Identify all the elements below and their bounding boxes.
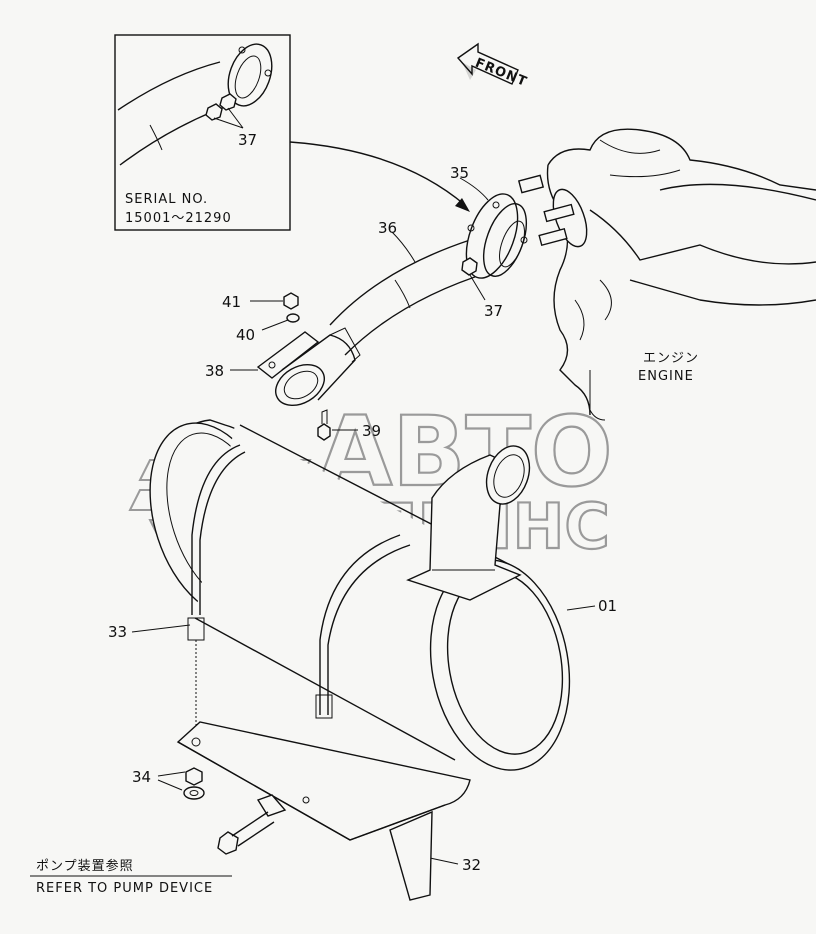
serial-range: 15001〜21290 — [125, 211, 232, 226]
part-label-41: 41 — [222, 293, 241, 311]
leader-lines — [131, 300, 596, 865]
serial-inset: 37 SERIAL NO. 15001〜21290 — [114, 34, 291, 231]
exhaust-pipe-36 — [329, 193, 528, 356]
part-label-34: 34 — [132, 768, 151, 786]
pump-note-en: REFER TO PUMP DEVICE — [36, 881, 213, 896]
part-label-37: 37 — [484, 302, 503, 320]
part-label-38: 38 — [205, 362, 224, 380]
u-bolt-33 — [187, 444, 411, 735]
clamp-38 — [256, 327, 361, 406]
front-label: FRONT — [473, 56, 529, 90]
part-label-39: 39 — [362, 422, 381, 440]
part-label-01: 01 — [598, 597, 617, 615]
nut-34-icon — [183, 767, 205, 800]
front-direction-arrow: FRONT — [456, 42, 529, 90]
inset-frame — [114, 34, 291, 231]
part-label-33: 33 — [108, 623, 127, 641]
pump-note-jp: ポンプ装置参照 — [36, 858, 134, 874]
washer-40-icon — [286, 313, 300, 323]
part-label-35: 35 — [450, 164, 469, 182]
part-labels: 35 36 37 41 40 38 39 33 01 34 32 — [108, 164, 617, 874]
arrow-head-icon — [455, 198, 470, 212]
inset-nut-icon — [205, 93, 237, 121]
part-label-32: 32 — [462, 856, 481, 874]
pump-reference-note: ポンプ装置参照 REFER TO PUMP DEVICE — [30, 858, 232, 896]
part-label-40: 40 — [236, 326, 255, 344]
engine-outline — [517, 128, 816, 421]
inset-part-label-37: 37 — [238, 131, 257, 149]
bracket-32 — [176, 721, 471, 901]
engine-label-jp: エンジン — [643, 351, 699, 366]
nut-41-icon — [283, 292, 299, 310]
bolt-39-icon — [317, 409, 331, 441]
serial-label: SERIAL NO. — [125, 192, 208, 207]
inset-callout-arrow — [289, 141, 466, 206]
mounting-bolt-icon — [217, 811, 275, 855]
engine-label-en: ENGINE — [638, 369, 694, 384]
nut-37-icon — [461, 257, 478, 276]
part-label-36: 36 — [378, 219, 397, 237]
